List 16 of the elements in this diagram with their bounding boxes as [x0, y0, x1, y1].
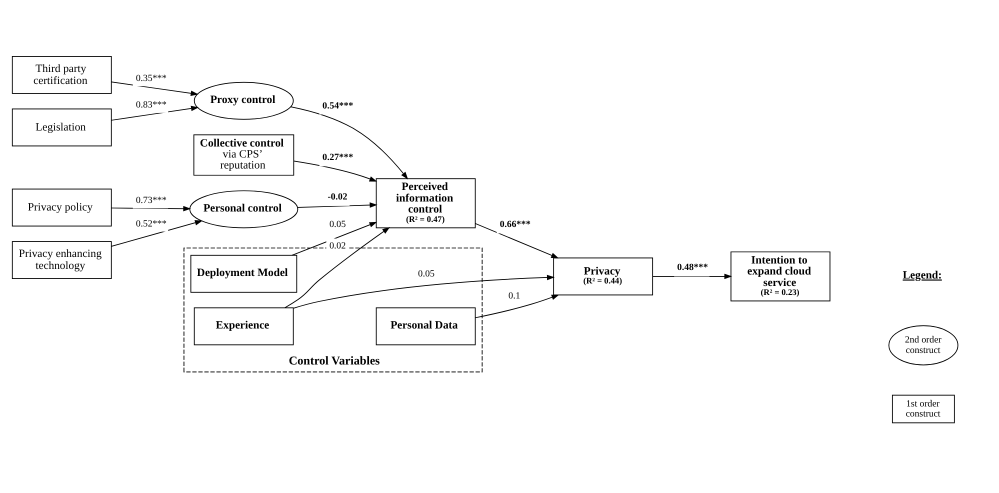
label: Legend: [902, 269, 942, 282]
legend-label: 1st order construct [906, 399, 940, 420]
edge-label: 0.83*** [136, 100, 167, 110]
edge-label: 0.73*** [136, 196, 167, 206]
edge-label: 0.05 [329, 220, 346, 230]
edge-label: 0.05 [418, 269, 435, 280]
edge-label: 0.48*** [677, 263, 708, 274]
edge-label: 0.66*** [500, 220, 531, 230]
edge-label: 0.35*** [136, 74, 167, 84]
edge-label: -0.02 [328, 192, 348, 203]
edge-label: 0.54*** [322, 101, 354, 112]
edge-label: 0.52*** [136, 219, 167, 230]
legend-label: 2nd order construct [904, 336, 942, 356]
edge-label: 0.27*** [322, 153, 354, 164]
edge-label: 0.02 [329, 242, 346, 252]
edge-label: 0.1 [508, 292, 520, 302]
